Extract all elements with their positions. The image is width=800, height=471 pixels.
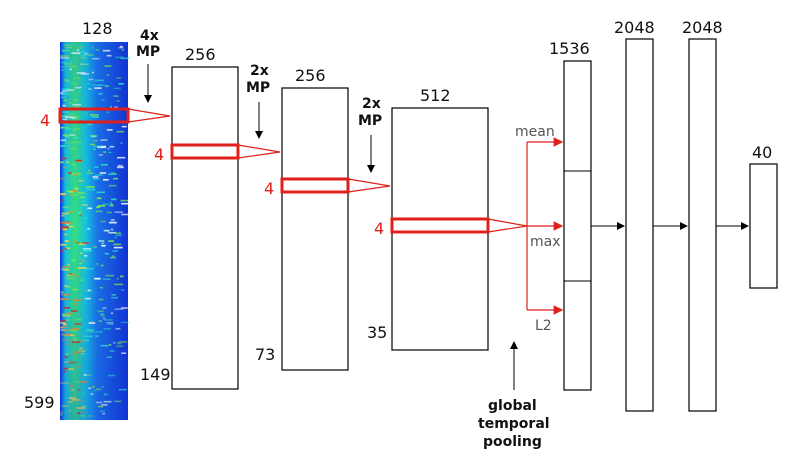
layer2-height-label: 73 [255, 345, 275, 364]
layer2-kernel-label: 4 [264, 179, 274, 198]
layer3-width-label: 512 [420, 86, 451, 105]
kernel-projection-3 [347, 178, 391, 193]
layer3-kernel-label: 4 [374, 219, 384, 238]
dense-layer-2048-a [625, 38, 654, 412]
pool3-factor: 2x [362, 96, 381, 112]
layer2-width-label: 256 [295, 66, 326, 85]
kernel-projection-4 [487, 218, 528, 233]
spectrogram-kernel-box [58, 107, 130, 124]
pooling-label-l2: L2 [535, 318, 552, 334]
layer2-kernel-box [280, 177, 350, 194]
conv-layer-3 [391, 107, 489, 351]
kernel-projection-1 [127, 108, 171, 123]
layer1-kernel-box [170, 143, 240, 160]
pooling-caption-line-1: global [488, 398, 537, 414]
pooling-caption-line-3: pooling [483, 434, 542, 450]
spectrogram-width-label: 128 [82, 19, 113, 38]
pool2-factor: 2x [250, 63, 269, 79]
layer1-height-label: 149 [140, 365, 171, 384]
spectrogram-kernel-label: 4 [40, 111, 50, 130]
pool1-factor: 4x [140, 28, 159, 44]
conv-layer-1 [171, 66, 239, 390]
pooling-caption-line-2: temporal [478, 416, 550, 432]
dense-1536-label: 1536 [549, 39, 590, 58]
pooling-label-mean: mean [515, 124, 555, 140]
pool3-mp: MP [358, 113, 382, 129]
pool1-mp: MP [136, 44, 160, 60]
layer3-height-label: 35 [367, 323, 387, 342]
pool2-mp: MP [246, 80, 270, 96]
dense-layer-2048-b [688, 38, 717, 412]
dense-layer-1536 [563, 60, 592, 391]
layer1-width-label: 256 [185, 45, 216, 64]
pooling-label-max: max [530, 234, 561, 250]
layer3-kernel-box [390, 217, 490, 234]
dense-2048-b-label: 2048 [682, 18, 723, 37]
output-layer-40 [749, 163, 778, 289]
conv-layer-2 [281, 87, 349, 371]
spectrogram-height-label: 599 [24, 393, 55, 412]
kernel-projection-2 [237, 144, 281, 159]
output-40-label: 40 [752, 143, 772, 162]
spectrogram [60, 42, 130, 420]
layer1-kernel-label: 4 [154, 145, 164, 164]
dense-2048-a-label: 2048 [614, 18, 655, 37]
